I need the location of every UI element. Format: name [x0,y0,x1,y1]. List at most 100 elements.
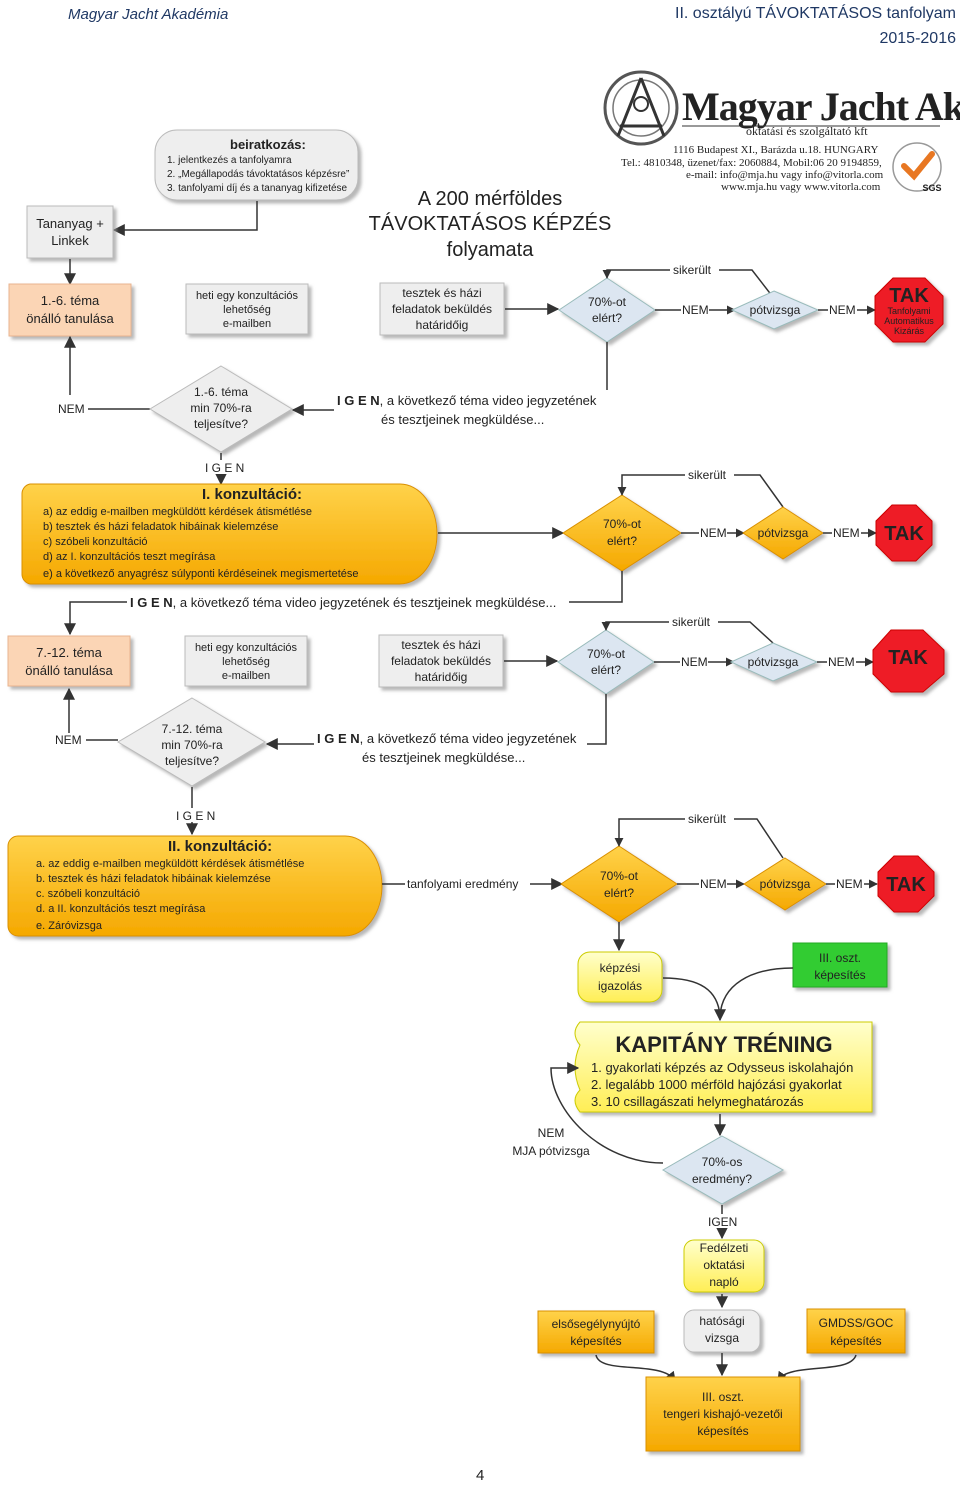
s2-q-line3: teljesítve? [165,754,219,768]
k2-potvizsga-label: pótvizsga [760,877,811,891]
kapitany-box: KAPITÁNY TRÉNING 1. gyakorlati képzés az… [574,1021,873,1113]
elsoseg-box: elsősegélynyújtó képesítés [537,1310,655,1354]
s1-nem-2: NEM [829,303,856,317]
diagram-title-line2: TÁVOKTATÁSOS KÉPZÉS [369,212,612,235]
s1-consult-line2: lehetőség [223,304,271,316]
s2-q-line1: 7.-12. téma [162,722,223,736]
elsoseg-line2: képesítés [570,1334,621,1348]
s2-study-box: 7.-12. téma önálló tanulása [7,635,131,687]
k1-igen-rest: , a következő téma video jegyzetének és … [173,595,557,610]
s1-nem-1: NEM [682,303,709,317]
s2-potvizsga-diamond: pótvizsga [729,642,819,682]
s1-nem-left: NEM [58,402,85,416]
logo-tel: Tel.: 4810348, üzenet/fax: 2060884, Mobi… [621,157,882,169]
header-left: Magyar Jacht Akadémia [68,6,229,23]
final-cert-line1: III. oszt. [702,1390,744,1404]
k1-item-e: e) a következő anyagrész súlyponti kérdé… [43,568,359,580]
elsoseg-line1: elsősegélynyújtó [552,1317,641,1331]
s1-consult-line1: heti egy konzultációs [196,290,299,302]
k1-item-a: a) az eddig e-mailben megküldött kérdése… [43,506,312,518]
k2-check-line1: 70%-ot [600,869,639,883]
s1-sikerult: sikerült [673,263,712,277]
s2-check-diamond: 70%-ot elért? [557,629,655,695]
gmdss-line2: képesítés [830,1334,881,1348]
kapitany-item-1: 1. gyakorlati képzés az Odysseus iskolah… [591,1060,853,1075]
k1-tak-octagon: TAK [875,504,933,562]
nem-mja-line1: NEM [538,1126,565,1140]
k2-potvizsga-diamond: pótvizsga [743,857,827,911]
s2-tests-line2: feladatok beküldés [391,654,491,668]
k1-potvizsga-label: pótvizsga [758,526,809,540]
kepzesi-line1: képzési [600,961,641,975]
enroll-item-3: 3. tanfolyami díj és a tananyag kifizeté… [167,183,348,194]
naplo-scroll: Fedélzeti oktatási napló [683,1239,765,1293]
k1-igen-text: I G E N, a következő téma video jegyzeté… [130,595,556,610]
s1-igen-bold: I G E N [337,393,380,408]
s2-q-line2: min 70%-ra [161,738,223,752]
s2-igen-rest: , a következő téma video jegyzetének [360,731,577,746]
iii-oszt-line1: III. oszt. [819,951,861,965]
s2-consult-line2: lehetőség [222,656,270,668]
s2-potvizsga-label: pótvizsga [748,655,799,669]
s2-check-line1: 70%-ot [587,647,626,661]
k2-item-d: d. a II. konzultációs teszt megírása [36,903,206,915]
k2-check-diamond: 70%-ot elért? [560,845,678,923]
k2-item-e: e. Záróvizsga [36,920,103,932]
k2-item-a: a. az eddig e-mailben megküldött kérdése… [36,858,304,870]
s1-igen-rest: , a következő téma video jegyzetének [380,393,597,408]
s1-q-line2: min 70%-ra [190,401,252,415]
k2-box: II. konzultáció: a. az eddig e-mailben m… [7,835,383,937]
k2-item-b: b. tesztek és házi feladatok hibáinak ki… [36,873,271,885]
certification-badge-icon: SGS [892,142,942,193]
enroll-title: beiratkozás: [230,137,306,152]
logo-sub: oktatási és szolgáltató kft [746,124,868,138]
s1-tak-sub-2: Automatikus [884,316,934,326]
s2-tests-line3: határidőig [415,670,468,684]
s1-igen-text: I G E N, a következő téma video jegyzeté… [337,393,597,408]
hatosagi-line1: hatósági [699,1314,744,1328]
k1-check-line1: 70%-ot [603,517,642,531]
k2-eredmeny: tanfolyami eredmény [407,877,518,891]
header-right-year: 2015-2016 [879,30,956,47]
s1-potvizsga-label: pótvizsga [750,303,801,317]
kepzesi-line2: igazolás [598,979,642,993]
s1-tak-label: TAK [889,285,929,307]
k1-check-line2: elért? [607,534,637,548]
k1-potvizsga-diamond: pótvizsga [742,506,824,560]
k2-nem-2: NEM [836,877,863,891]
s2-igen-line2: és tesztjeinek megküldése... [362,750,525,765]
hatosagi-box: hatósági vizsga [683,1309,761,1353]
header-right-title: II. osztályú TÁVOKTATÁSOS tanfolyam [675,5,956,22]
logo-brand: Magyar Jacht Akadémia [682,84,960,129]
s1-check-line2: elért? [592,311,622,325]
diagram-title-line1: A 200 mérföldes [418,188,563,210]
s1-tests-box: tesztek és házi feladatok beküldés határ… [379,282,505,336]
final-cert-box: III. oszt. tengeri kishajó-vezetői képes… [645,1376,801,1452]
logo-email: e-mail: info@mja.hu vagy info@vitorla.co… [686,169,884,181]
k1-item-b: b) tesztek és házi feladatok hibáinak ki… [43,521,278,533]
s1-tak-sub-3: Kizárás [894,326,925,336]
company-logo: Magyar Jacht Akadémia oktatási és szolgá… [603,70,960,193]
k2-nem-1: NEM [700,877,727,891]
enrollment-box: beiratkozás: 1. jelentkezés a tanfolyamr… [154,129,359,201]
s1-tests-line3: határidőig [416,318,469,332]
s2-consult-line3: e-mailben [222,670,270,682]
k1-nem-2: NEM [833,526,860,540]
kapitany-item-3: 3. 10 csillagászati helymeghatározás [591,1094,804,1109]
s1-igen-line2: és tesztjeinek megküldése... [381,412,544,427]
kapitany-item-2: 2. legalább 1000 mérföld hajózási gyakor… [591,1077,842,1092]
s2-study-line2: önálló tanulása [25,663,113,678]
s2-check-line2: elért? [591,663,621,677]
eredmeny-line2: eredmény? [692,1172,752,1186]
diagram-title-line3: folyamata [447,239,535,261]
hatosagi-line2: vizsga [705,1331,739,1345]
k1-box: I. konzultáció: a) az eddig e-mailben me… [21,483,438,585]
k1-nem-1: NEM [700,526,727,540]
s1-question-diamond: 1.-6. téma min 70%-ra teljesítve? [149,365,293,453]
s1-study-box: 1.-6. téma önálló tanulása [8,283,132,337]
k2-tak-octagon: TAK [877,855,935,913]
s1-tests-line1: tesztek és házi [402,286,481,300]
naplo-line3: napló [709,1275,739,1289]
enroll-item-2: 2. „Megállapodás távoktatásos képzésre” [167,169,349,180]
cert-label: SGS [922,183,941,193]
